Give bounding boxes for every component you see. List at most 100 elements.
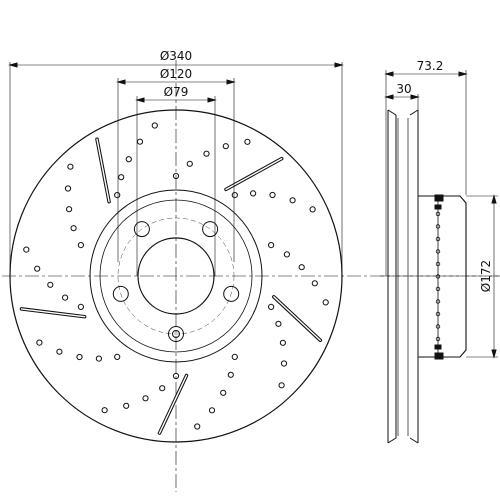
drill-hole bbox=[77, 242, 85, 249]
drill-hole bbox=[280, 360, 288, 367]
drill-hole bbox=[250, 190, 257, 197]
hat-side-hole bbox=[435, 324, 441, 329]
drill-hole bbox=[172, 172, 180, 180]
dim-arrow-340-right bbox=[334, 62, 344, 68]
drill-hole bbox=[268, 242, 275, 249]
drill-hole bbox=[268, 303, 275, 310]
drill-hole bbox=[309, 206, 316, 213]
drill-hole bbox=[311, 280, 318, 287]
drill-hole bbox=[220, 389, 227, 396]
bolt-hole bbox=[168, 326, 184, 342]
drill-hole bbox=[289, 197, 296, 204]
dim-label-bolt-circle: Ø120 bbox=[160, 67, 192, 81]
drill-hole bbox=[114, 192, 121, 199]
drill-hole bbox=[67, 163, 74, 170]
dim-label-disc-thickness: 30 bbox=[396, 82, 411, 96]
bolt-hole bbox=[112, 285, 129, 302]
drill-hole bbox=[194, 423, 201, 430]
drill-hole bbox=[159, 385, 166, 392]
hat-step-top bbox=[434, 204, 442, 210]
drill-hole bbox=[23, 246, 30, 253]
drill-hole bbox=[56, 348, 63, 355]
disc-side-view bbox=[380, 70, 500, 444]
hat-side-hole bbox=[435, 236, 441, 242]
drill-hole bbox=[322, 299, 329, 306]
drill-hole bbox=[283, 251, 290, 258]
drill-hole bbox=[244, 138, 251, 145]
bolt-hole-inner bbox=[172, 330, 180, 338]
bolt-circle-construction bbox=[117, 217, 235, 335]
drill-hole bbox=[203, 150, 210, 157]
dim-arrow-172-bottom bbox=[491, 349, 497, 359]
drill-hole bbox=[125, 156, 132, 163]
dim-arrow-120-left bbox=[116, 79, 126, 85]
drill-hole bbox=[298, 264, 305, 271]
drill-hole bbox=[222, 143, 229, 150]
dim-arrow-73-left bbox=[384, 71, 394, 77]
hat-side-hole bbox=[435, 211, 441, 217]
hat-step-bottom bbox=[434, 344, 442, 350]
drill-hole bbox=[275, 320, 282, 327]
hat-side-holes bbox=[435, 211, 441, 342]
hat-side-hole bbox=[435, 299, 441, 304]
hat-side-hole bbox=[435, 249, 441, 254]
slot-inner bbox=[20, 308, 86, 318]
dim-label-total-height: 73.2 bbox=[417, 59, 444, 73]
hat-side-hole bbox=[435, 336, 441, 342]
drill-hole bbox=[114, 353, 121, 360]
bolt-hole bbox=[223, 285, 240, 302]
drill-hole bbox=[76, 353, 83, 361]
slot-inner bbox=[225, 157, 283, 191]
drill-hole bbox=[186, 160, 193, 167]
center-bore bbox=[137, 237, 215, 315]
drill-hole bbox=[142, 395, 149, 402]
drill-hole bbox=[66, 206, 73, 213]
bolt-hole bbox=[202, 221, 219, 238]
slot-inner bbox=[273, 296, 321, 341]
drill-hole bbox=[208, 407, 216, 414]
hat-side-hole bbox=[435, 261, 441, 267]
drill-hole bbox=[70, 225, 77, 232]
dim-arrow-79-right bbox=[207, 97, 217, 103]
drill-hole bbox=[34, 265, 41, 272]
drill-hole bbox=[47, 281, 54, 288]
drill-hole bbox=[278, 382, 285, 389]
drill-hole bbox=[77, 303, 85, 310]
friction-ring-profile bbox=[387, 109, 419, 444]
drill-hole bbox=[95, 355, 103, 362]
drill-hole bbox=[231, 192, 238, 199]
drill-hole bbox=[172, 372, 180, 380]
hat-ring bbox=[99, 199, 253, 353]
hat-side-hole bbox=[435, 274, 441, 279]
drill-hole bbox=[123, 402, 130, 409]
dim-arrow-30-left bbox=[384, 94, 394, 100]
drill-hole bbox=[64, 185, 72, 192]
dim-label-center-bore: Ø79 bbox=[164, 85, 189, 99]
hat-side-hole bbox=[435, 224, 441, 229]
drill-hole bbox=[136, 138, 144, 145]
hat-lug-top bbox=[434, 194, 444, 202]
drill-hole bbox=[231, 353, 238, 360]
dim-arrow-79-left bbox=[135, 97, 145, 103]
hat-lug-bottom bbox=[434, 352, 444, 360]
hat-side-hole bbox=[435, 311, 441, 317]
drill-hole bbox=[62, 294, 69, 301]
dim-arrow-73-right bbox=[458, 71, 468, 77]
slots bbox=[19, 137, 323, 435]
dim-arrow-340-left bbox=[8, 62, 18, 68]
slot-inner bbox=[158, 374, 188, 434]
hat-side-hole bbox=[435, 286, 441, 292]
slot-inner bbox=[96, 138, 110, 203]
drill-hole bbox=[227, 371, 234, 378]
drill-hole bbox=[118, 174, 125, 181]
dim-label-outer-diameter: Ø340 bbox=[160, 49, 192, 63]
drill-hole bbox=[269, 191, 276, 199]
drill-hole bbox=[279, 339, 286, 346]
drill-hole bbox=[151, 122, 158, 129]
disc-inner-friction-edge bbox=[89, 189, 263, 363]
bolt-hole bbox=[133, 221, 150, 238]
drill-hole bbox=[36, 339, 43, 346]
drill-holes bbox=[23, 122, 329, 430]
dim-arrow-120-right bbox=[226, 79, 236, 85]
